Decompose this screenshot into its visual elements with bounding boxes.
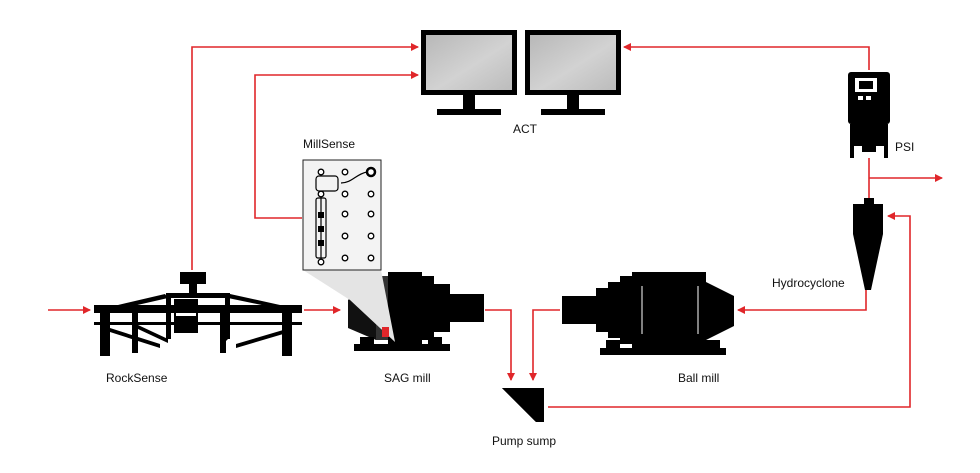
label-sag-mill: SAG mill bbox=[384, 371, 431, 385]
signal-rocksense-to-act bbox=[191, 43, 419, 270]
analyzer-icon bbox=[848, 72, 890, 158]
monitor-icon bbox=[525, 30, 621, 115]
flow-lines bbox=[48, 43, 943, 408]
flow-ballmill-to-sump bbox=[529, 309, 560, 381]
flow-sag-to-sump bbox=[485, 309, 515, 381]
label-millsense: MillSense bbox=[303, 137, 355, 151]
conveyor-icon bbox=[94, 272, 302, 356]
pump-sump-icon bbox=[502, 388, 544, 422]
signal-millsense-to-act bbox=[254, 71, 419, 219]
label-rocksense: RockSense bbox=[106, 371, 168, 385]
label-pump-sump: Pump sump bbox=[492, 434, 556, 448]
flow-sump-to-hydrocyclone bbox=[548, 212, 911, 408]
flow-hydrocyclone-to-ballmill bbox=[737, 290, 867, 314]
label-hydrocyclone: Hydrocyclone bbox=[772, 276, 845, 290]
signal-psi-to-act bbox=[623, 43, 870, 70]
label-act: ACT bbox=[513, 122, 538, 136]
ball-mill-icon bbox=[562, 272, 734, 355]
label-psi: PSI bbox=[895, 140, 914, 154]
label-ball-mill: Ball mill bbox=[678, 371, 719, 385]
sensor-panel-icon bbox=[302, 159, 395, 342]
hydrocyclone-icon bbox=[853, 198, 883, 290]
monitor-icon bbox=[421, 30, 517, 115]
act-monitors bbox=[421, 30, 621, 115]
